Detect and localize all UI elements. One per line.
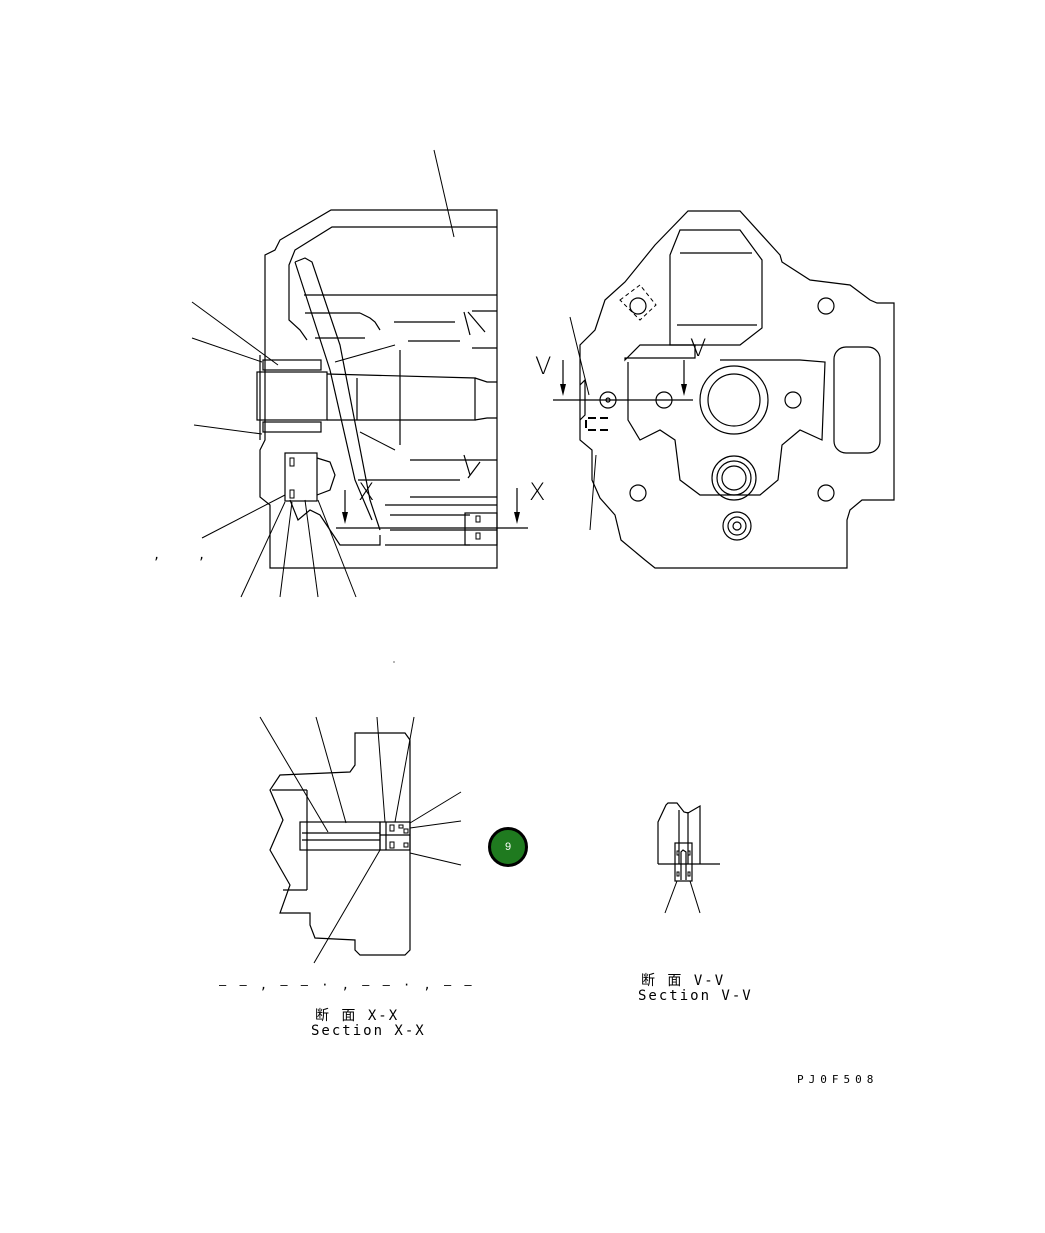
side-section-view	[191, 149, 528, 598]
drawing-code: PJ0F508	[797, 1073, 879, 1086]
section-x-marker-right: X	[529, 478, 546, 506]
section-x-marker-left: X	[358, 478, 375, 506]
section-x-x-view	[259, 661, 462, 964]
section-x-note: – – , – – · , – – · , – –	[219, 978, 475, 992]
section-v-marker-right: V	[690, 334, 707, 362]
section-x-title-en: Section X-X	[311, 1023, 426, 1039]
stray-mark: ,	[153, 548, 161, 562]
callout-marker[interactable]: 9	[488, 827, 528, 867]
section-v-title-jp: 断 面 V-V	[641, 973, 726, 989]
section-v-title-en: Section V-V	[638, 988, 753, 1004]
section-x-title-jp: 断 面 X-X	[315, 1008, 400, 1024]
section-v-marker-left: V	[535, 352, 552, 380]
front-view	[553, 210, 895, 569]
callout-marker-label: 9	[504, 841, 512, 853]
section-v-v-view	[657, 802, 720, 914]
stray-mark: ,	[198, 548, 206, 562]
